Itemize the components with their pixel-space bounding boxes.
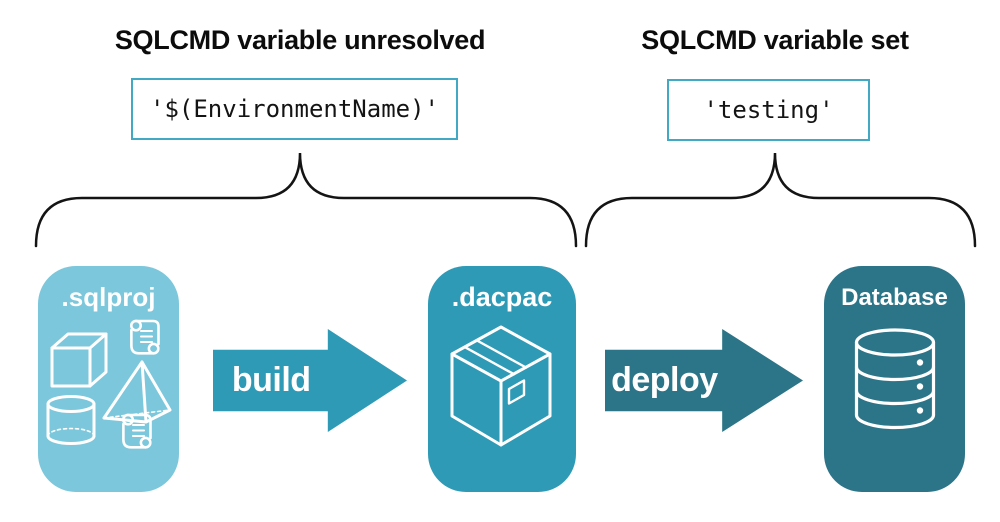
pyramid-icon <box>102 360 172 424</box>
node-dacpac-label: .dacpac <box>451 282 553 312</box>
right-code-text: 'testing' <box>703 96 834 124</box>
left-title: SQLCMD variable unresolved <box>114 25 486 55</box>
left-brace <box>34 152 578 248</box>
left-code-text: '$(EnvironmentName)' <box>150 95 439 123</box>
right-brace <box>584 152 977 248</box>
deploy-arrow-label: deploy <box>611 360 718 399</box>
node-sqlproj-label: .sqlproj <box>61 282 156 312</box>
node-sqlproj: .sqlproj <box>38 266 179 492</box>
node-database-label: Database <box>841 284 948 311</box>
cube-icon <box>50 332 108 388</box>
node-database: Database <box>824 266 965 492</box>
deploy-arrow: deploy <box>605 329 803 432</box>
build-arrow-label: build <box>231 360 311 399</box>
package-box-icon <box>450 325 552 447</box>
cylinder-icon <box>46 395 96 445</box>
left-code-box: '$(EnvironmentName)' <box>131 78 458 140</box>
right-arrow-shape <box>213 329 407 432</box>
node-dacpac: .dacpac <box>428 266 576 492</box>
right-arrow-shape <box>605 329 803 432</box>
right-title: SQLCMD variable set <box>641 25 909 55</box>
right-code-box: 'testing' <box>667 79 870 141</box>
build-arrow: build <box>213 329 407 432</box>
database-cylinder-icon <box>854 328 936 430</box>
sql-source-objects-icon <box>46 319 172 449</box>
script-scroll-icon <box>130 319 160 355</box>
